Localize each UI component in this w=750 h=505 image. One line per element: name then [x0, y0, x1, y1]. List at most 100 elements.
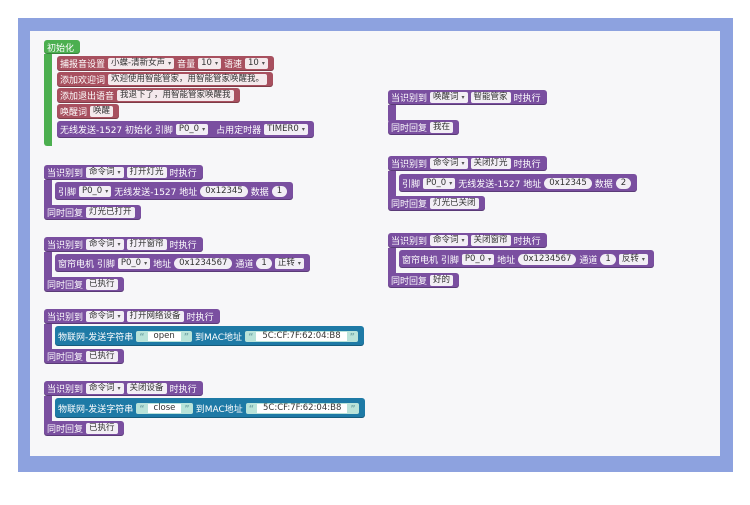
rf-init-block[interactable]: 无线发送-1527 初始化 引脚 P0_0▾ 占用定时器 TIMER0▾	[57, 121, 314, 138]
voice-dropdown[interactable]: 小蝶-清新女声▾	[108, 58, 175, 69]
reply-block[interactable]: 同时回复 已执行	[44, 349, 124, 364]
mac-input[interactable]: 5C:CF:7F:62:04:B8	[257, 403, 348, 413]
rf-address-label: 无线发送-1527 地址	[458, 179, 542, 190]
command-word-input[interactable]: 打开灯光	[126, 167, 167, 178]
exit-voice-block[interactable]: 添加退出语音 我退下了，用智能管家唤醒我	[57, 88, 240, 103]
reply-block[interactable]: 同时回复 已执行	[44, 277, 124, 292]
rf-send-block[interactable]: 引脚 P0_0▾ 无线发送-1527 地址 0x12345 数据 2	[399, 174, 638, 192]
wake-word-block[interactable]: 唤醒词 唤醒	[57, 104, 120, 119]
reply-input[interactable]: 已执行	[86, 351, 118, 362]
iot-send-block[interactable]: 物联网-发送字符串 “open” 到MAC地址 “5C:CF:7F:62:04:…	[55, 326, 364, 346]
welcome-label: 添加欢迎词	[60, 76, 106, 86]
address-input[interactable]: 0x12345	[200, 185, 248, 197]
wake-word-input[interactable]: 唤醒	[90, 106, 114, 117]
event-spine	[388, 171, 396, 201]
event-type-dropdown[interactable]: 唤醒词▾	[430, 92, 468, 103]
channel-input[interactable]: 1	[600, 253, 616, 265]
command-word-input[interactable]: 打开窗帘	[126, 239, 167, 250]
pin-dropdown[interactable]: P0_0▾	[423, 177, 456, 189]
event-when-label: 当识别到	[391, 94, 428, 104]
event-when-label: 当识别到	[47, 313, 84, 323]
command-word-input[interactable]: 关闭设备	[126, 383, 167, 394]
event-light-off[interactable]: 当识别到 命令词▾ 关闭灯光 时执行	[388, 156, 547, 171]
event-light-on[interactable]: 当识别到 命令词▾ 打开灯光 时执行	[44, 165, 203, 180]
reply-input[interactable]: 灯光已打开	[86, 207, 135, 218]
tts-settings-block[interactable]: 捕报音设置 小蝶-清新女声▾ 音量 10▾ 语速 10▾	[57, 56, 274, 71]
reply-label: 同时回复	[47, 353, 84, 363]
string-input[interactable]: close	[147, 403, 182, 413]
command-word-input[interactable]: 打开网络设备	[126, 311, 184, 322]
string-literal[interactable]: “open”	[136, 330, 192, 342]
channel-label: 通道	[235, 259, 254, 270]
event-net-off[interactable]: 当识别到 命令词▾ 关闭设备 时执行	[44, 381, 203, 396]
reply-label: 同时回复	[391, 200, 428, 210]
reply-block[interactable]: 同时回复 好的	[388, 273, 460, 288]
address-input[interactable]: 0x12345	[544, 177, 592, 189]
init-hat-block[interactable]: 初始化	[44, 40, 81, 54]
rf-send-block[interactable]: 引脚 P0_0▾ 无线发送-1527 地址 0x12345 数据 1	[55, 182, 294, 200]
string-literal[interactable]: “close”	[136, 402, 193, 414]
direction-dropdown[interactable]: 反转▾	[618, 253, 648, 265]
address-input[interactable]: 0x1234567	[174, 257, 233, 269]
channel-input[interactable]: 1	[256, 257, 272, 269]
pin-dropdown[interactable]: P0_0▾	[79, 185, 112, 197]
event-type-dropdown[interactable]: 命令词▾	[86, 239, 124, 250]
direction-dropdown[interactable]: 正转▾	[274, 257, 304, 269]
pin-dropdown[interactable]: P0_0▾	[461, 253, 495, 265]
exit-text-input[interactable]: 我退下了，用智能管家唤醒我	[117, 90, 234, 101]
data-label: 数据	[250, 187, 269, 198]
volume-dropdown[interactable]: 10▾	[198, 58, 221, 69]
event-curtain-close[interactable]: 当识别到 命令词▾ 关闭窗帘 时执行	[388, 233, 547, 248]
motor-label: 窗帘电机 引脚	[58, 259, 115, 270]
mac-label: 到MAC地址	[195, 332, 243, 343]
wake-word-input[interactable]: 智能管家	[470, 92, 511, 103]
reply-input[interactable]: 好的	[430, 275, 454, 286]
volume-label: 音量	[177, 60, 196, 70]
reply-input[interactable]: 灯光已关闭	[430, 198, 479, 209]
rf-address-label: 无线发送-1527 地址	[114, 187, 198, 198]
event-type-dropdown[interactable]: 命令词▾	[86, 311, 124, 322]
mac-input[interactable]: 5C:CF:7F:62:04:B8	[256, 331, 347, 341]
event-wake-word[interactable]: 当识别到 唤醒词▾ 智能管家 时执行	[388, 90, 547, 105]
welcome-text-input[interactable]: 欢迎使用智能管家，用智能管家唤醒我。	[108, 74, 268, 85]
event-exec-label: 时执行	[513, 237, 541, 247]
reply-block[interactable]: 同时回复 我在	[388, 120, 460, 135]
string-literal[interactable]: “5C:CF:7F:62:04:B8”	[245, 330, 358, 342]
exit-voice-label: 添加退出语音	[60, 92, 115, 102]
welcome-block[interactable]: 添加欢迎词 欢迎使用智能管家，用智能管家唤醒我。	[57, 72, 274, 87]
reply-block[interactable]: 同时回复 灯光已打开	[44, 205, 141, 220]
chevron-down-icon: ▾	[461, 94, 465, 101]
string-input[interactable]: open	[147, 331, 181, 341]
address-input[interactable]: 0x1234567	[518, 253, 577, 265]
pin-dropdown[interactable]: P0_0▾	[175, 124, 209, 135]
chevron-down-icon: ▾	[641, 255, 645, 263]
event-net-on[interactable]: 当识别到 命令词▾ 打开网络设备 时执行	[44, 309, 220, 324]
tts-label: 捕报音设置	[60, 60, 106, 70]
event-spine	[44, 396, 52, 428]
reply-input[interactable]: 已执行	[86, 423, 118, 434]
command-word-input[interactable]: 关闭灯光	[470, 158, 511, 169]
pin-dropdown[interactable]: P0_0▾	[117, 257, 151, 269]
timer-dropdown[interactable]: TIMER0▾	[264, 124, 308, 135]
reply-input[interactable]: 已执行	[86, 279, 118, 290]
reply-block[interactable]: 同时回复 已执行	[44, 421, 124, 436]
command-word-input[interactable]: 关闭窗帘	[470, 235, 511, 246]
reply-label: 同时回复	[47, 209, 84, 219]
event-type-dropdown[interactable]: 命令词▾	[86, 383, 124, 394]
event-curtain-open[interactable]: 当识别到 命令词▾ 打开窗帘 时执行	[44, 237, 203, 252]
data-input[interactable]: 2	[615, 177, 632, 189]
speed-dropdown[interactable]: 10▾	[244, 58, 268, 69]
event-when-label: 当识别到	[47, 385, 84, 395]
reply-block[interactable]: 同时回复 灯光已关闭	[388, 196, 485, 211]
iot-send-block[interactable]: 物联网-发送字符串 “close” 到MAC地址 “5C:CF:7F:62:04…	[55, 398, 365, 418]
curtain-motor-block[interactable]: 窗帘电机 引脚 P0_0▾ 地址 0x1234567 通道 1 反转▾	[399, 250, 654, 268]
data-input[interactable]: 1	[271, 185, 288, 197]
motor-label: 窗帘电机 引脚	[402, 255, 459, 266]
curtain-motor-block[interactable]: 窗帘电机 引脚 P0_0▾ 地址 0x1234567 通道 1 正转▾	[55, 254, 310, 272]
reply-label: 同时回复	[391, 277, 428, 287]
event-type-dropdown[interactable]: 命令词▾	[430, 158, 468, 169]
event-type-dropdown[interactable]: 命令词▾	[86, 167, 124, 178]
reply-input[interactable]: 我在	[430, 122, 454, 133]
string-literal[interactable]: “5C:CF:7F:62:04:B8”	[245, 402, 359, 414]
event-type-dropdown[interactable]: 命令词▾	[430, 235, 468, 246]
